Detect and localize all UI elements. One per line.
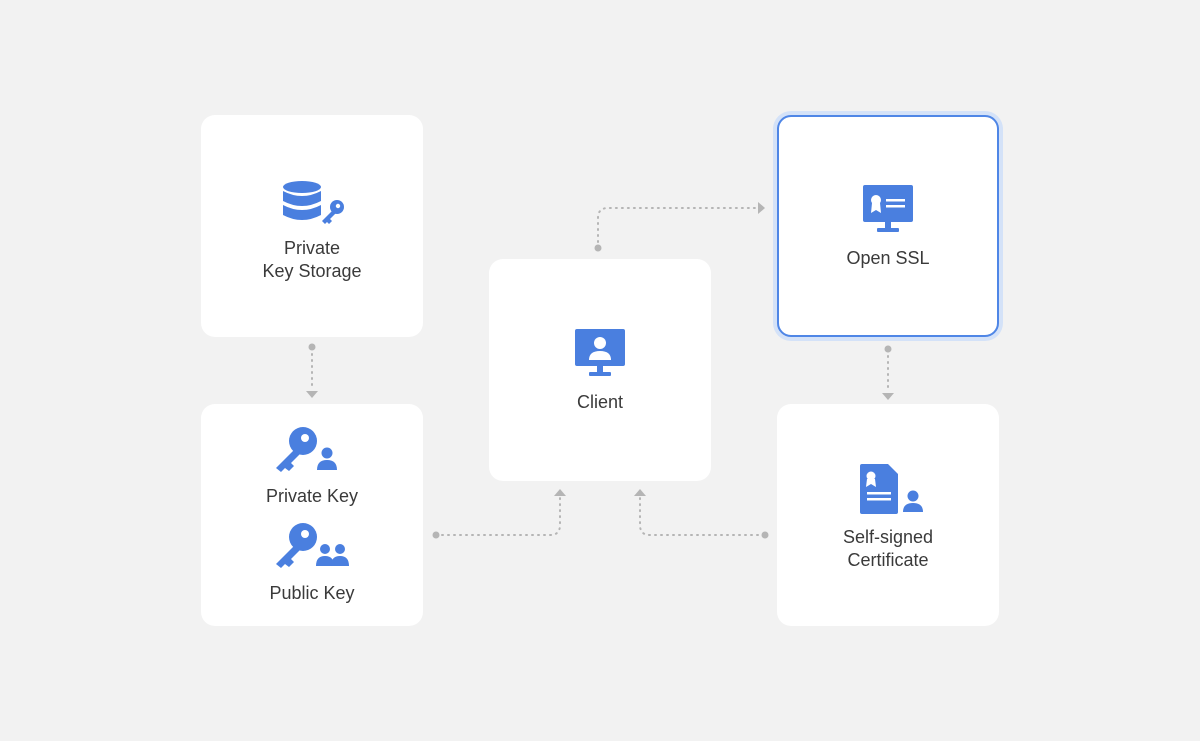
node-label: Private Key Storage bbox=[201, 237, 423, 283]
label-public-key: Public Key bbox=[269, 583, 355, 603]
key-user-icon bbox=[276, 427, 337, 472]
label-line: Key Storage bbox=[262, 261, 362, 281]
label-line: Self-signed bbox=[842, 527, 934, 547]
node-client: Client bbox=[489, 259, 711, 481]
monitor-user-icon bbox=[575, 329, 625, 376]
edge-start-dot bbox=[884, 345, 892, 353]
edge-client-to-openssl bbox=[597, 207, 757, 249]
label-private-key: Private Key bbox=[265, 486, 359, 506]
edge-start-dot bbox=[594, 244, 602, 252]
edge-start-dot bbox=[308, 343, 316, 351]
node-self-signed-certificate: Self-signed Certificate bbox=[777, 404, 999, 626]
edge-start-dot bbox=[761, 531, 769, 539]
node-private-key-storage: Private Key Storage bbox=[201, 115, 423, 337]
label-client: Client bbox=[576, 392, 624, 412]
database-key-icon bbox=[283, 181, 344, 224]
arrowhead-down bbox=[306, 391, 318, 398]
arrowhead-right bbox=[758, 202, 765, 214]
label-line: Certificate bbox=[847, 550, 929, 570]
label-open-ssl: Open SSL bbox=[846, 248, 930, 268]
arrowhead-up bbox=[634, 489, 646, 496]
document-certificate-icon bbox=[860, 464, 923, 514]
label-line: Private bbox=[283, 238, 341, 258]
edge-certificate-to-client bbox=[639, 496, 765, 536]
monitor-certificate-icon bbox=[863, 185, 913, 232]
arrowhead-down bbox=[882, 393, 894, 400]
arrowhead-up bbox=[554, 489, 566, 496]
edge-keys-to-client bbox=[435, 496, 561, 536]
node-label: Self-signed Certificate bbox=[777, 526, 999, 572]
node-open-ssl: Open SSL bbox=[777, 115, 999, 337]
key-users-icon bbox=[276, 523, 349, 568]
edge-start-dot bbox=[432, 531, 440, 539]
node-keys: Private Key Public Key bbox=[201, 404, 423, 626]
